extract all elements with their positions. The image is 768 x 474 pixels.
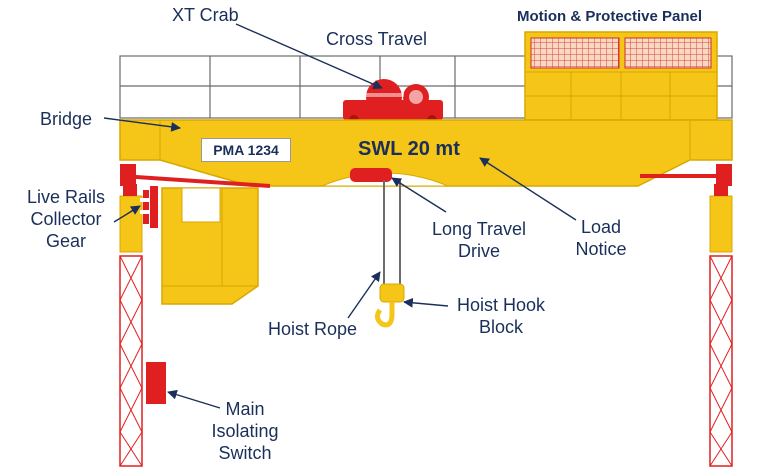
hoist-hook-block bbox=[374, 283, 405, 328]
label-motion-panel: Motion & Protective Panel bbox=[517, 8, 703, 25]
motion-protective-panel bbox=[524, 31, 718, 121]
crane-id-plate: PMA 1234 bbox=[201, 138, 291, 162]
left-leg bbox=[119, 184, 143, 467]
right-leg bbox=[709, 184, 733, 467]
label-long-travel-drive: Long Travel Drive bbox=[431, 219, 527, 261]
operator-cabin bbox=[161, 187, 259, 305]
label-main-isolating-switch: Main Isolating Switch bbox=[211, 399, 279, 463]
hoist-rope bbox=[383, 180, 401, 286]
leader-arrows bbox=[103, 23, 577, 409]
label-cross-travel: Cross Travel bbox=[326, 29, 428, 49]
label-hoist-hook-block: Hoist Hook Block bbox=[456, 295, 546, 337]
label-bridge: Bridge bbox=[40, 109, 93, 129]
label-load-notice: Load Notice bbox=[575, 217, 627, 259]
label-live-rails-collector-gear: Live Rails Collector Gear bbox=[26, 187, 106, 251]
label-hoist-rope: Hoist Rope bbox=[268, 319, 358, 339]
safe-working-load-notice: SWL 20 mt bbox=[358, 138, 460, 160]
label-xt-crab: XT Crab bbox=[172, 5, 239, 25]
main-isolating-switch bbox=[146, 362, 166, 404]
live-rails-collector-gear bbox=[140, 186, 158, 228]
